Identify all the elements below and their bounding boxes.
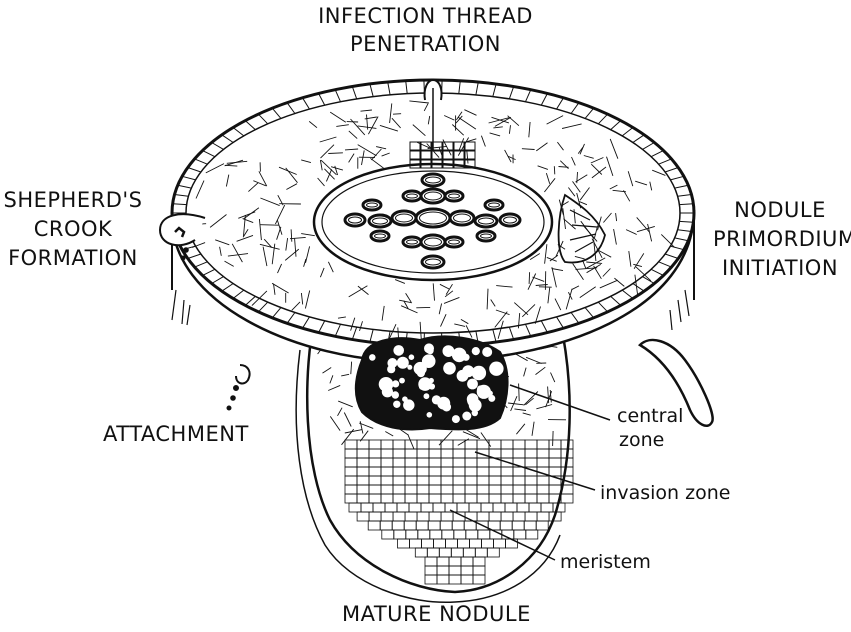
label-mature-nodule: MATURE NODULE <box>342 600 510 628</box>
attached-bacteria <box>228 365 250 410</box>
label-meristem: meristem <box>560 550 651 574</box>
label-nodule-primordium: NODULE PRIMORDIUM INITIATION <box>713 196 847 283</box>
label-central-zone: central zone <box>617 404 683 452</box>
label-shepherds-crook: SHEPHERD'S CROOK FORMATION <box>0 186 146 273</box>
label-infection-thread: INFECTION THREAD PENETRATION <box>310 2 541 58</box>
label-attachment: ATTACHMENT <box>103 420 249 448</box>
central-zone-tissue <box>356 336 508 429</box>
label-invasion-zone: invasion zone <box>600 481 730 505</box>
